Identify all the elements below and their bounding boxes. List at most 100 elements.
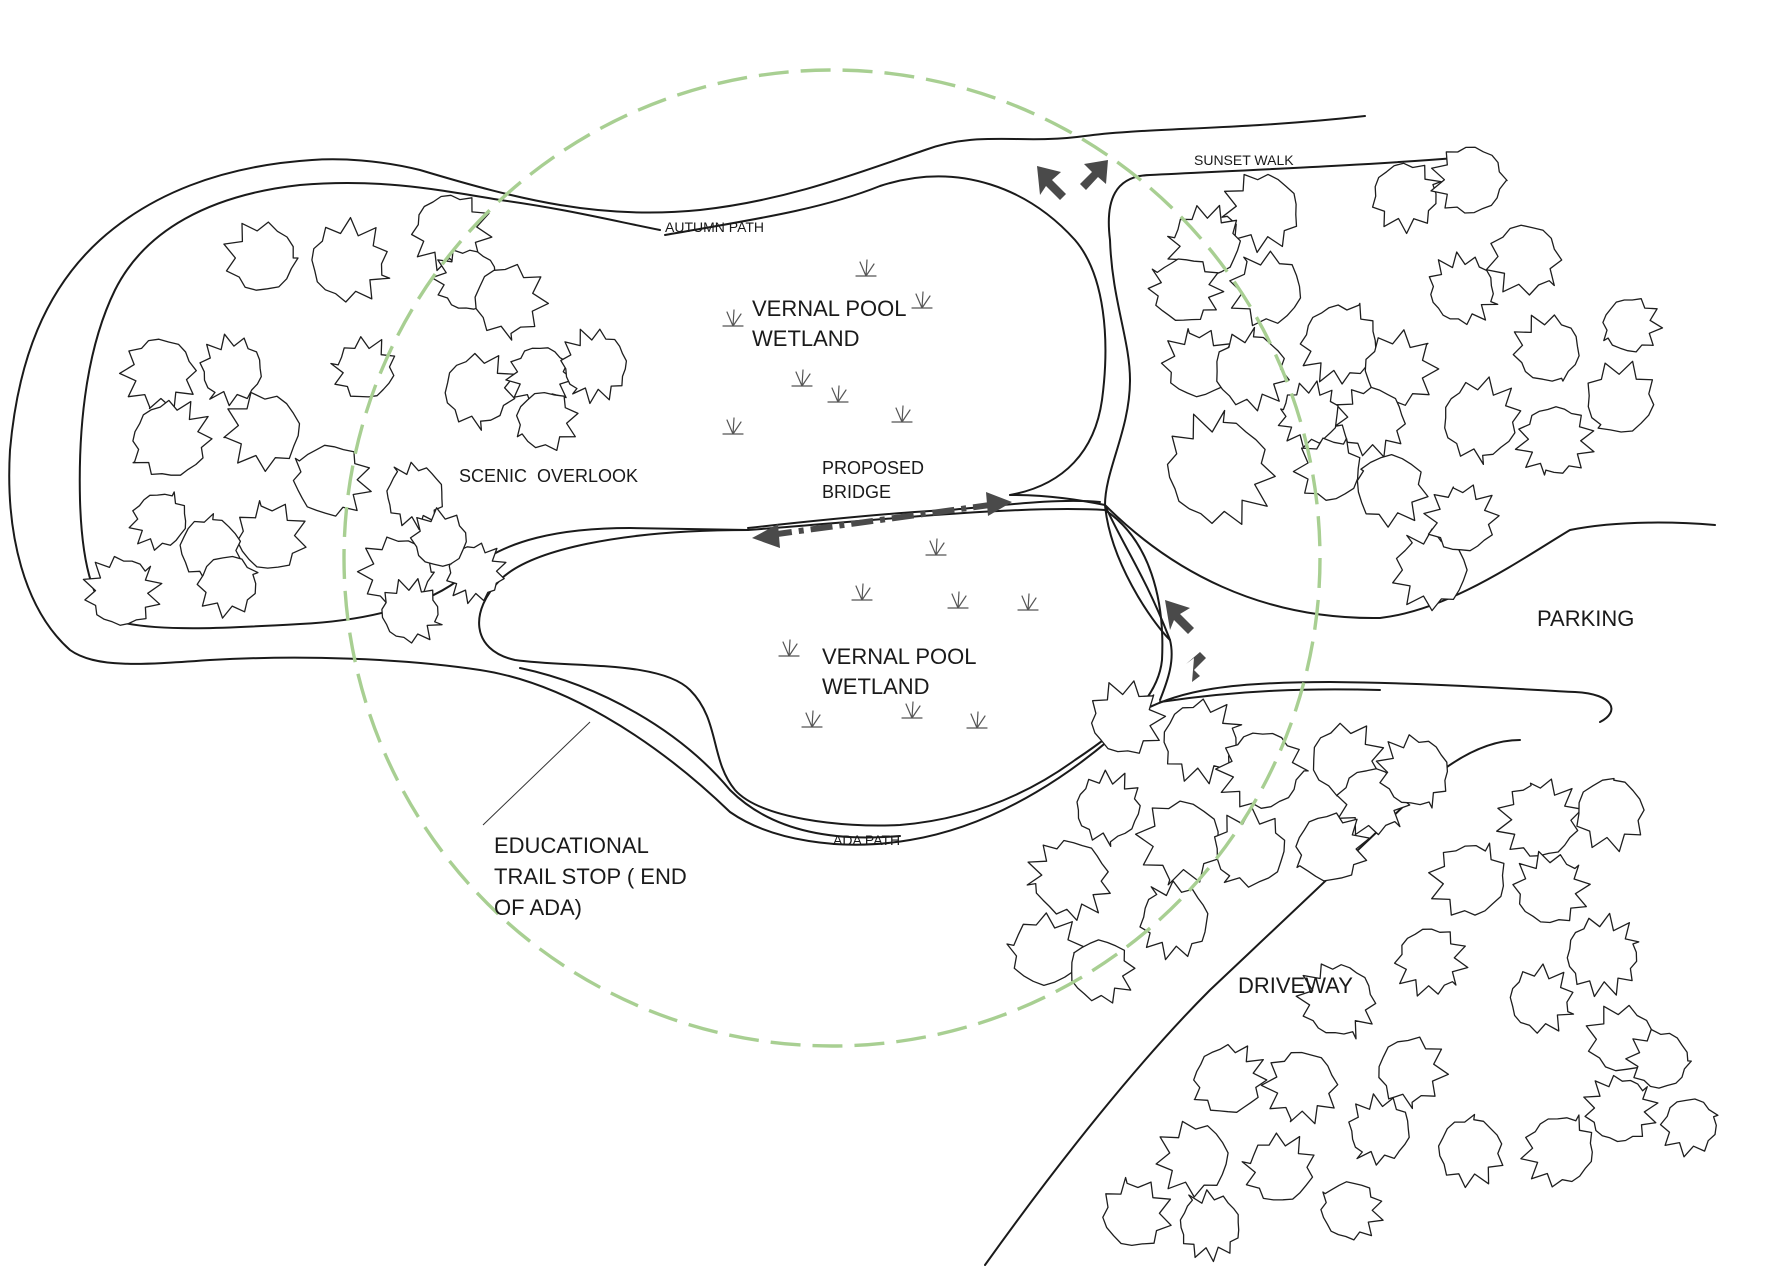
tree-canopy-icon (82, 555, 163, 626)
educational-trail-stop-label-3: OF ADA) (494, 895, 582, 920)
tree-canopy-icon (474, 263, 550, 341)
tree-canopy-icon (560, 328, 628, 405)
educational-trail-stop-label-2: TRAIL STOP ( END (494, 864, 687, 889)
map-labels: VERNAL POOL WETLAND VERNAL POOL WETLAND … (459, 152, 1634, 998)
tree-canopy-icon (515, 391, 579, 452)
driveway-edge-north (1159, 688, 1381, 703)
bridge-arrow-east-icon (986, 492, 1012, 516)
tree-canopy-icon (381, 578, 443, 644)
proposed-bridge-line (769, 502, 991, 538)
tree-canopy-icon (1587, 360, 1655, 433)
study-area-circle (342, 68, 1322, 1048)
wetland-grass-icon (722, 417, 744, 435)
north-pool-edge (664, 175, 1107, 496)
tree-canopy-icon (1348, 1093, 1410, 1166)
tree-canopy-icon (1334, 386, 1406, 458)
bridge-arrow-west-icon (752, 524, 780, 548)
tree-canopy-icon (1277, 380, 1339, 449)
tree-canopy-icon (1512, 850, 1591, 924)
tree-canopy-icon (1393, 928, 1469, 997)
tree-canopy-icon (1139, 880, 1209, 961)
tree-canopy-icon (1166, 409, 1276, 526)
wetland-grass-icon (947, 591, 969, 609)
wetland-grass-icon (722, 309, 744, 327)
tree-canopy-icon (118, 338, 197, 411)
parking-label: PARKING (1537, 606, 1634, 631)
tree-canopy-icon (1295, 812, 1371, 882)
tree-canopy-icon (1371, 162, 1442, 235)
ada-path-label: ADA PATH (833, 832, 900, 848)
tree-canopy-icon (1512, 314, 1580, 382)
tree-canopy-icon (409, 507, 467, 567)
tree-canopy-icon (1444, 376, 1522, 466)
sunset-walk-label: SUNSET WALK (1194, 152, 1294, 168)
tree-canopy-icon (1514, 406, 1595, 476)
wetland-grass-icon (966, 711, 988, 729)
tree-canopy-icon (1485, 224, 1563, 296)
wetland-grass-icon (855, 259, 877, 277)
tree-canopy-icon (1576, 777, 1645, 853)
tree-canopy-icon (444, 352, 517, 431)
sunset-walk-path (1104, 157, 1456, 641)
vernal-pool-north-label-2: WETLAND (752, 326, 860, 351)
wetland-grass-icon (791, 369, 813, 387)
tree-canopy-icon (1179, 1189, 1240, 1263)
tree-canopy-icon (236, 500, 307, 569)
tree-canopy-icon (1241, 1132, 1315, 1201)
tree-canopy-icon (1428, 251, 1499, 326)
tree-canopy-icon (1216, 326, 1290, 412)
tree-canopy-icon (1566, 912, 1640, 998)
tree-canopy-icon (196, 555, 259, 619)
tree-canopy-icon (1378, 1036, 1450, 1110)
tree-canopy-icon (330, 336, 396, 398)
wetland-grass-icon (925, 538, 947, 556)
vernal-pool-north-label: VERNAL POOL (752, 296, 906, 321)
circulation-arrow-icon (1080, 160, 1108, 190)
educational-trail-stop-label: EDUCATIONAL (494, 833, 649, 858)
tree-canopy-icon (1213, 806, 1286, 888)
vernal-pool-south-label-2: WETLAND (822, 674, 930, 699)
circulation-arrows (1037, 160, 1206, 682)
tree-canopy-icon (1215, 732, 1309, 809)
wetland-grass-group (722, 259, 1039, 729)
circulation-arrow-icon (1186, 652, 1206, 682)
proposed-bridge-label-2: BRIDGE (822, 482, 891, 502)
tree-canopy-icon (1430, 146, 1508, 214)
central-spine-path (1009, 494, 1106, 506)
tree-canopy-icon (1102, 1176, 1172, 1247)
tree-canopy-icon (223, 221, 299, 291)
autumn-path-label: AUTUMN PATH (665, 219, 764, 235)
tree-canopy-icon (1026, 839, 1111, 921)
tree-canopy-icon (1659, 1098, 1719, 1158)
educational-leader-line (482, 721, 591, 826)
driveway-edge-west (984, 739, 1521, 1266)
wetland-grass-icon (801, 710, 823, 728)
circulation-arrow-icon (1165, 600, 1194, 634)
wetland-grass-icon (911, 291, 933, 309)
tree-canopy-icon (223, 391, 301, 473)
circulation-arrow-icon (1037, 166, 1066, 200)
tree-canopy-icon (128, 491, 187, 551)
scenic-overlook-label: SCENIC OVERLOOK (459, 466, 638, 486)
tree-canopy-icon (1229, 250, 1302, 327)
wetland-grass-icon (851, 583, 873, 601)
tree-canopy-icon (1423, 484, 1500, 552)
tree-canopy-icon (1625, 1028, 1692, 1089)
wetland-grass-icon (901, 701, 923, 719)
tree-canopy-icon (1090, 680, 1167, 754)
autumn-path-inner-edge (78, 181, 749, 630)
tree-canopy-icon (1299, 302, 1377, 385)
wetland-grass-icon (827, 385, 849, 403)
vernal-pool-south-label: VERNAL POOL (822, 644, 976, 669)
tree-canopy-icon (1295, 963, 1377, 1040)
wetland-grass-icon (778, 639, 800, 657)
wetland-grass-icon (891, 405, 913, 423)
tree-canopy-icon (1320, 1181, 1384, 1241)
wetland-grass-icon (1017, 593, 1039, 611)
tree-canopy-icon (1076, 769, 1141, 848)
ada-path-edge (519, 667, 901, 839)
tree-canopy-icon (1520, 1114, 1593, 1188)
tree-canopy-icon (1260, 1051, 1339, 1125)
tree-canopy-icon (311, 216, 391, 303)
